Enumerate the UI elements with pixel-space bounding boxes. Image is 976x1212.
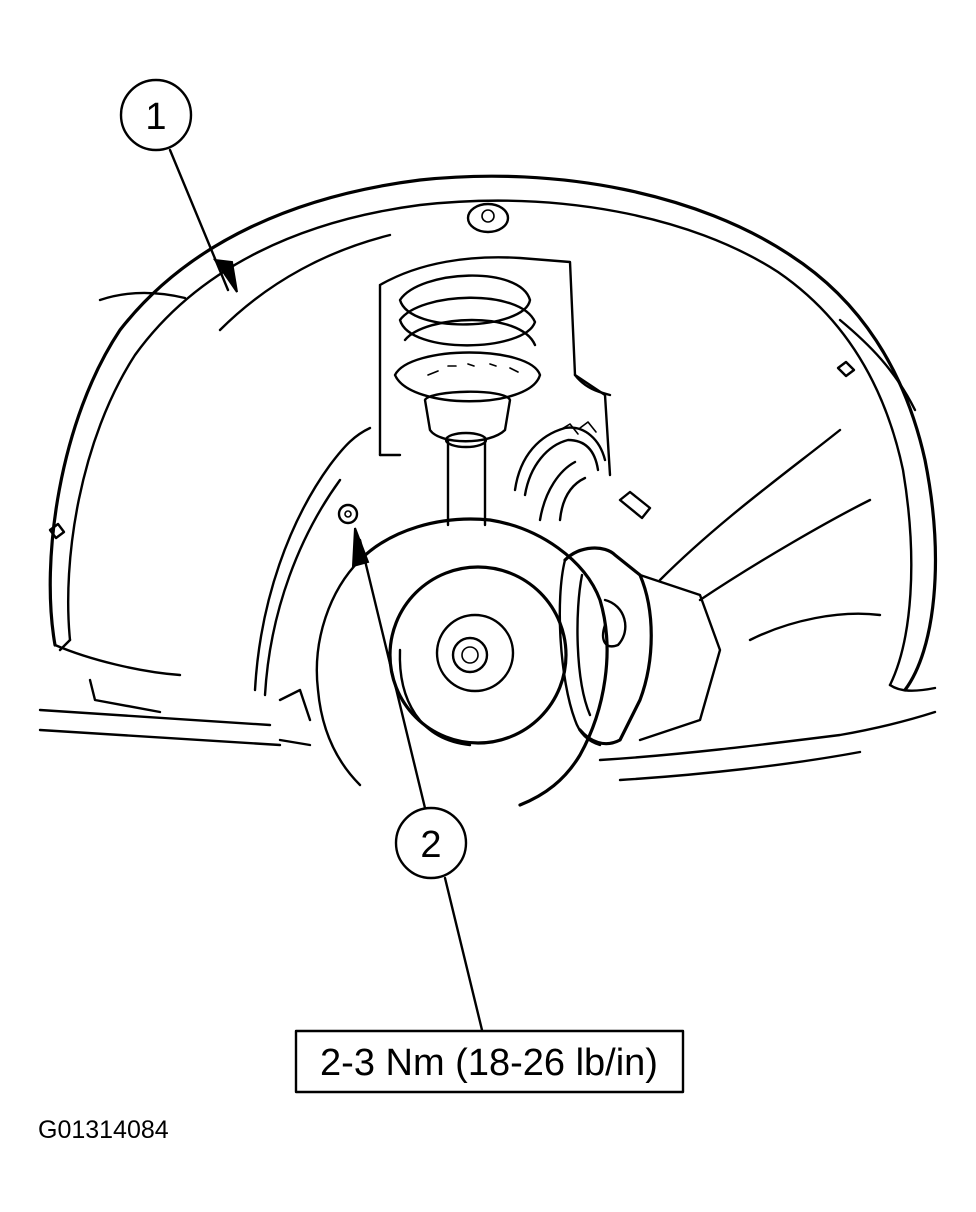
callout-2-label: 2 [420,824,441,866]
hub-inner-ring [435,613,515,693]
brake-rotor-left [315,558,362,787]
splash-shield-inner-edge [67,199,913,687]
shield-hole-left [48,522,66,540]
figure-id: G01314084 [38,1116,169,1144]
callout-2: 2 [351,527,484,1032]
hub-face [388,565,568,745]
splash-shield-inner-rim [218,233,392,332]
shock-tower-bracket [378,256,612,477]
hub-nut [451,636,489,674]
callout-1: 1 [119,78,238,293]
brake-rotor-outer [358,517,609,807]
torque-spec-label: 2-3 Nm (18-26 lb/in) [320,1042,658,1084]
abs-sensor-wiring [513,421,652,522]
callout-1-label: 1 [145,96,166,138]
splash-shield-lower-contour [253,426,372,692]
splash-shield-inner-contour [263,478,342,697]
lower-chassis [38,428,937,782]
splash-shield-right-flange [838,318,937,692]
splash-shield-outer-edge [48,174,937,692]
coil-spring-strut [393,274,542,527]
torque-spec-box: 2-3 Nm (18-26 lb/in) [294,1029,685,1094]
splash-shield-lip [98,291,187,302]
retaining-screw [337,503,359,525]
splash-shield [48,174,937,697]
strut-top-mount [466,202,510,234]
splash-shield-lower-flange [53,638,182,677]
brake-rotor-hub [315,517,609,807]
brake-caliper [558,546,722,747]
shield-hole-right [836,360,856,378]
